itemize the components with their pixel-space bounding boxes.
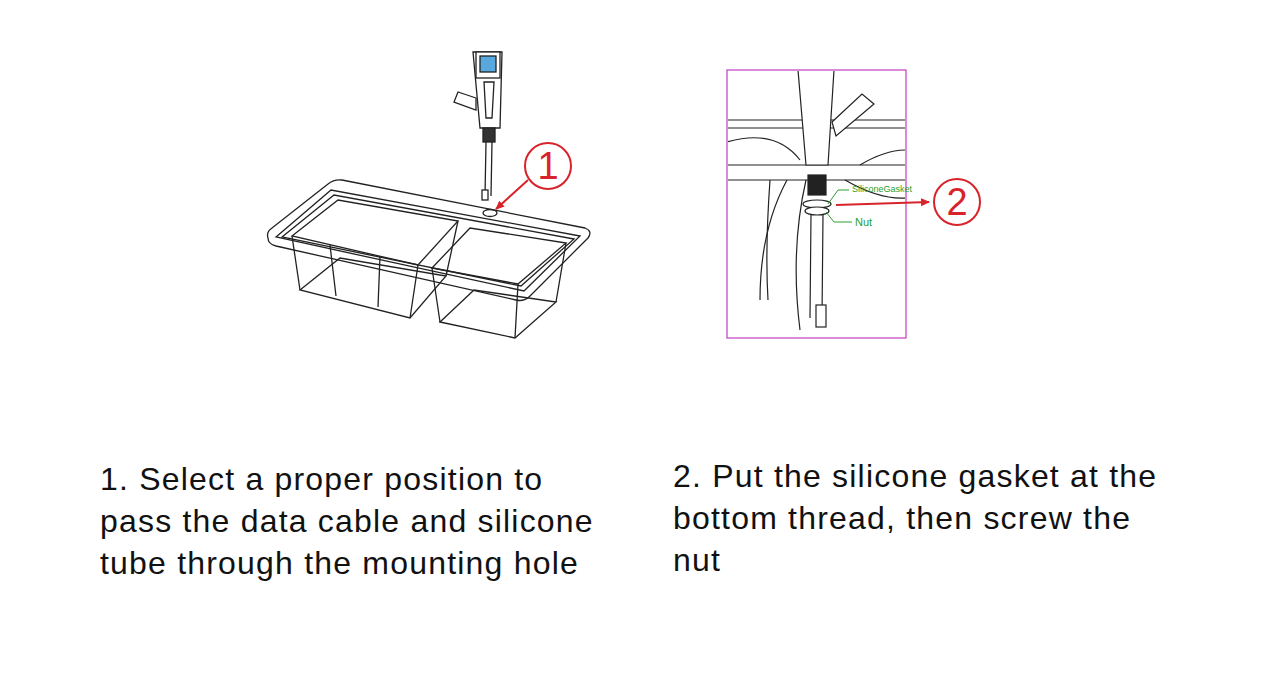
faucet-drawing (454, 52, 502, 200)
callout-arrow (496, 180, 528, 209)
callout-number: 2 (946, 183, 967, 221)
sink-drawing (268, 180, 590, 338)
detail-drawing (728, 71, 905, 330)
callout-arrow (836, 202, 929, 205)
leader-lines (826, 190, 852, 222)
callout-number: 1 (537, 147, 558, 185)
callout-circle: 2 (933, 178, 981, 226)
part-label: Nut (855, 216, 872, 229)
callout-circle: 1 (524, 142, 572, 190)
instruction-text: 2. Put the silicone gasket at the bottom… (673, 455, 1173, 581)
instruction-text: 1. Select a proper position to pass the … (100, 458, 600, 584)
part-label: SiliconeGasket (852, 184, 912, 195)
